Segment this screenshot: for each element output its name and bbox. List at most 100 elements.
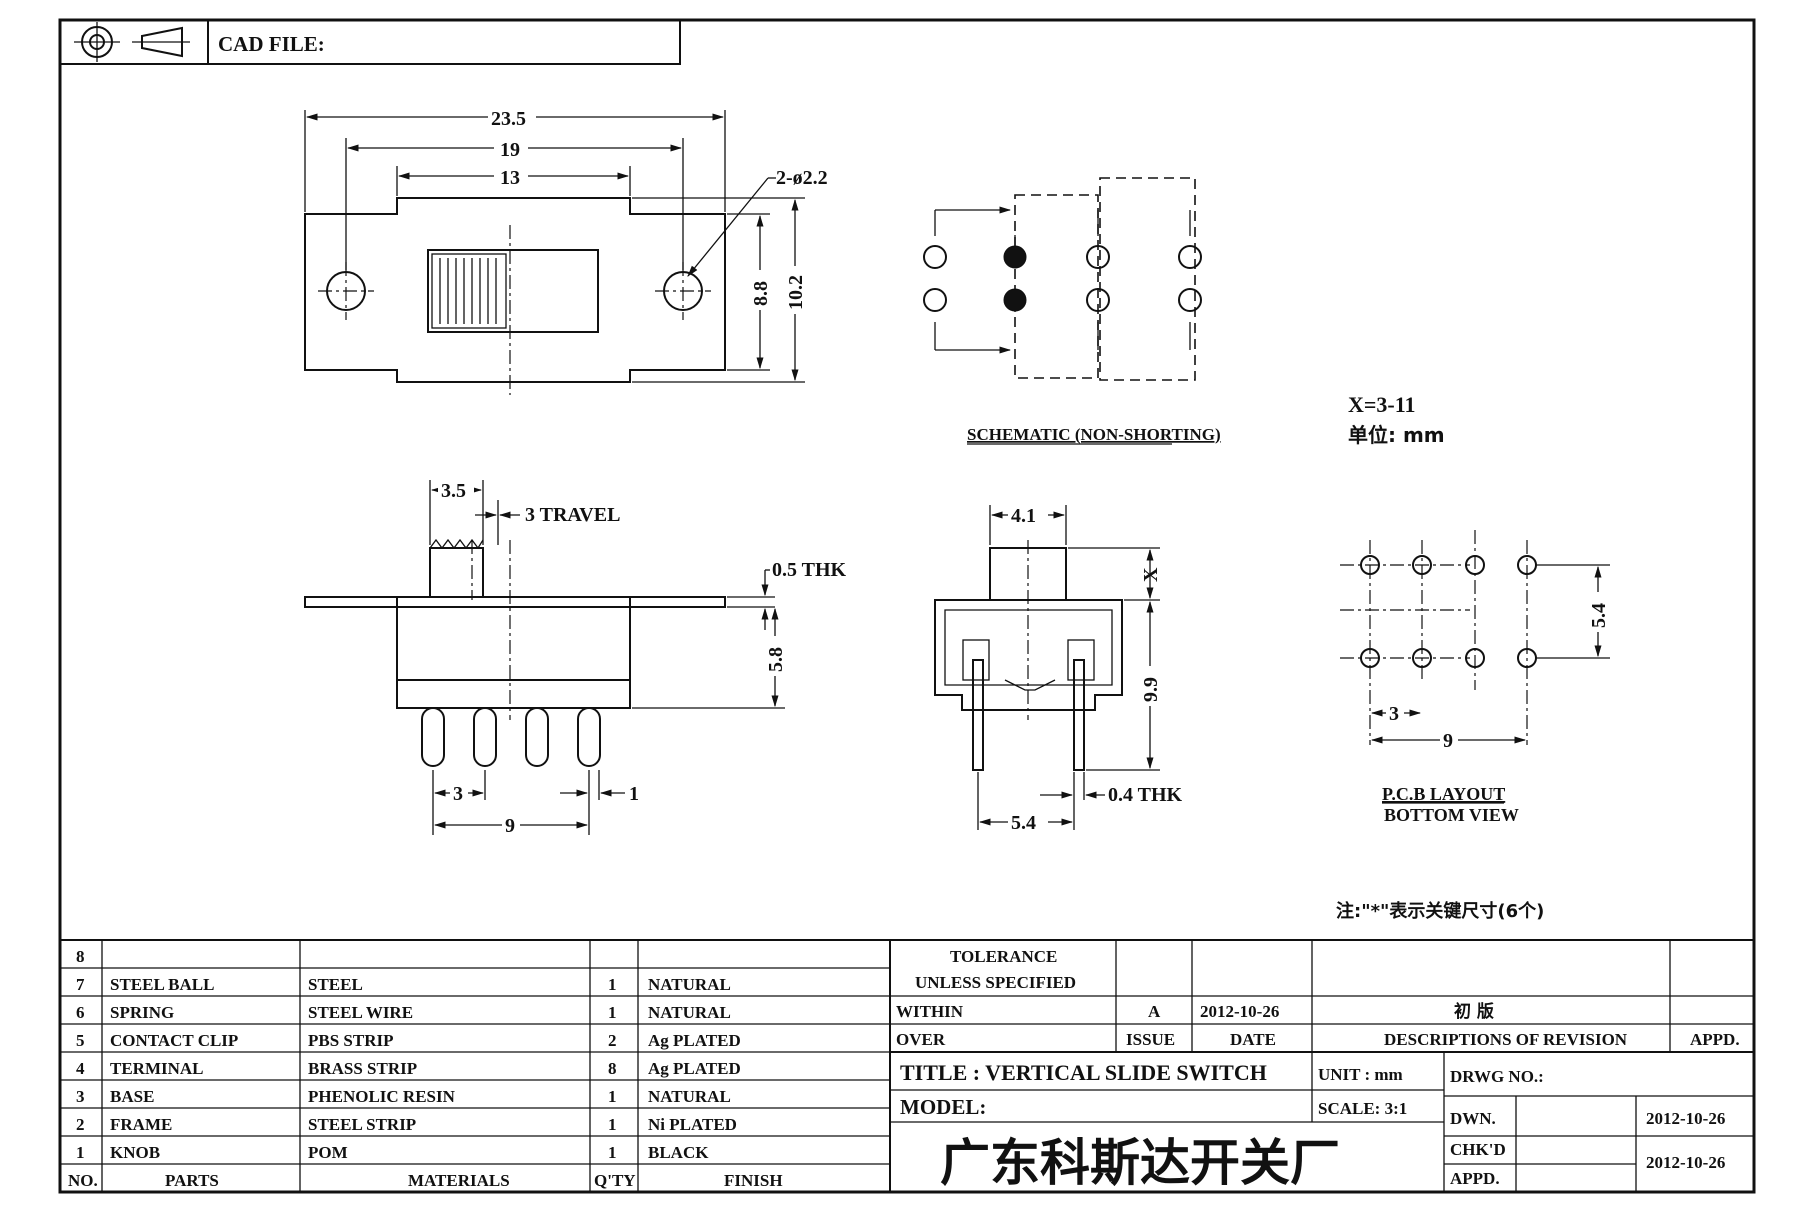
dim-pin: 1 xyxy=(629,783,639,805)
bom-header-finish: FINISH xyxy=(724,1171,783,1190)
dim-end-height: 9.9 xyxy=(1140,677,1162,702)
drwg-no: DRWG NO.: xyxy=(1450,1067,1544,1086)
bom-cell-material: STEEL xyxy=(308,975,363,994)
dim-pcb-row: 5.4 xyxy=(1588,603,1610,628)
bom-cell-no: 8 xyxy=(76,947,85,966)
dim-end-thk: 0.4 THK xyxy=(1108,784,1183,806)
contact-terminal xyxy=(1178,245,1202,269)
pcb-hole xyxy=(1360,555,1380,575)
bom-cell-no: 5 xyxy=(76,1031,85,1050)
bom-cell-qty: 2 xyxy=(608,1031,617,1050)
pcb-hole xyxy=(1465,555,1485,575)
bom-header-part: PARTS xyxy=(165,1171,219,1190)
bom-cell-no: 1 xyxy=(76,1143,85,1162)
bom-cell-finish: Ni PLATED xyxy=(648,1115,737,1134)
bom-cell-no: 6 xyxy=(76,1003,85,1022)
date-header: DATE xyxy=(1230,1030,1276,1049)
bom-header-qty: Q'TY xyxy=(594,1171,636,1190)
dim-height: 5.8 xyxy=(765,647,787,672)
pcb-layout: 5.4 3 9 P.C.B LAYOUT BOTTOM VIEW xyxy=(1340,530,1610,825)
bom-cell-no: 7 xyxy=(76,975,85,994)
bom-cell-part: TERMINAL xyxy=(110,1059,204,1078)
bom-cell-material: STEEL STRIP xyxy=(308,1115,416,1134)
scale-cell: SCALE: 3:1 xyxy=(1318,1099,1407,1118)
issue-value: A xyxy=(1148,1002,1161,1021)
dim-knob-w: 4.1 xyxy=(1011,505,1036,527)
chkd-label: CHK'D xyxy=(1450,1140,1506,1159)
within-label: WITHIN xyxy=(896,1002,964,1021)
pcb-hole xyxy=(1412,648,1432,668)
key-dims-note: 注:"*"表示关键尺寸(6个) xyxy=(1336,900,1544,922)
dim-pcb-pitch: 3 xyxy=(1389,703,1399,725)
title-block xyxy=(890,940,1754,1192)
contact-terminal xyxy=(923,245,947,269)
company-name: 广东科斯达开关厂 xyxy=(940,1134,1340,1192)
bom-cell-part: KNOB xyxy=(110,1143,160,1162)
pcb-hole xyxy=(1360,648,1380,668)
bom-cell-part: FRAME xyxy=(110,1115,172,1134)
bom-cell-qty: 1 xyxy=(608,975,617,994)
dim-travel: 3 TRAVEL xyxy=(525,504,620,526)
appd-header: APPD. xyxy=(1690,1030,1740,1049)
bom-table xyxy=(60,939,1754,1192)
dim-x: X xyxy=(1140,567,1162,582)
dim-end-width: 5.4 xyxy=(1011,812,1036,834)
top-view: 23.5 19 13 2-ø2.2 8.8 10.2 xyxy=(304,104,828,395)
pcb-label-1: P.C.B LAYOUT xyxy=(1382,784,1505,804)
contact-terminal xyxy=(923,288,947,312)
bom-header-material: MATERIALS xyxy=(408,1171,510,1190)
bom-cell-qty: 1 xyxy=(608,1003,617,1022)
bom-cell-qty: 8 xyxy=(608,1059,617,1078)
pcb-hole xyxy=(1465,648,1485,668)
dim-span: 9 xyxy=(505,815,515,837)
dwn-label: DWN. xyxy=(1450,1109,1496,1128)
contact-terminal xyxy=(1178,288,1202,312)
end-view: 4.1 X 9.9 0.4 THK 5.4 xyxy=(934,503,1183,834)
bom-cell-part: SPRING xyxy=(110,1003,174,1022)
bom-cell-part: STEEL BALL xyxy=(110,975,214,994)
over-label: OVER xyxy=(896,1030,946,1049)
schematic: SCHEMATIC (NON-SHORTING) xyxy=(923,177,1221,445)
side-pins xyxy=(421,707,601,767)
appd-label: APPD. xyxy=(1450,1169,1500,1188)
schematic-label: SCHEMATIC (NON-SHORTING) xyxy=(967,425,1221,444)
x-range-note: X=3-11 xyxy=(1348,392,1416,417)
bom-cell-material: STEEL WIRE xyxy=(308,1003,413,1022)
tolerance-label-2: UNLESS SPECIFIED xyxy=(915,973,1076,992)
dim-height-outer: 10.2 xyxy=(785,275,807,310)
contact-terminal xyxy=(1086,288,1110,312)
revision-desc: 初 版 xyxy=(1454,1001,1494,1022)
sheet-border xyxy=(58,18,1756,1194)
drawing-title: TITLE : VERTICAL SLIDE SWITCH xyxy=(900,1060,1267,1085)
bom-cell-finish: Ag PLATED xyxy=(648,1031,741,1050)
bom-cell-finish: NATURAL xyxy=(648,1087,731,1106)
pcb-hole xyxy=(1412,555,1432,575)
dim-hole-callout: 2-ø2.2 xyxy=(776,167,828,189)
unit-note: 单位: mm xyxy=(1348,423,1445,447)
bom-cell-material: POM xyxy=(308,1143,348,1162)
dim-holes: 19 xyxy=(500,139,520,161)
bom-cell-qty: 1 xyxy=(608,1115,617,1134)
dim-pcb-span: 9 xyxy=(1443,730,1453,752)
dwn-date: 2012-10-26 xyxy=(1646,1109,1725,1128)
bom-cell-no: 4 xyxy=(76,1059,85,1078)
dim-knob: 3.5 xyxy=(441,480,466,502)
bom-cell-no: 2 xyxy=(76,1115,85,1134)
bom-cell-qty: 1 xyxy=(608,1143,617,1162)
bom-cell-material: PBS STRIP xyxy=(308,1031,394,1050)
chk-date: 2012-10-26 xyxy=(1646,1153,1725,1172)
contact-terminal xyxy=(1086,245,1110,269)
date-value: 2012-10-26 xyxy=(1200,1002,1279,1021)
knob-grip xyxy=(439,258,497,324)
bom-cell-part: CONTACT CLIP xyxy=(110,1031,238,1050)
dim-height-inner: 8.8 xyxy=(750,281,772,306)
bom-cell-material: PHENOLIC RESIN xyxy=(308,1087,456,1106)
projection-symbol-icon xyxy=(74,22,190,62)
bom-header-no: NO. xyxy=(68,1171,98,1190)
pcb-label-2: BOTTOM VIEW xyxy=(1384,805,1519,825)
bom-cell-part: BASE xyxy=(110,1087,154,1106)
dim-slot: 13 xyxy=(500,167,520,189)
bom-cell-material: BRASS STRIP xyxy=(308,1059,417,1078)
